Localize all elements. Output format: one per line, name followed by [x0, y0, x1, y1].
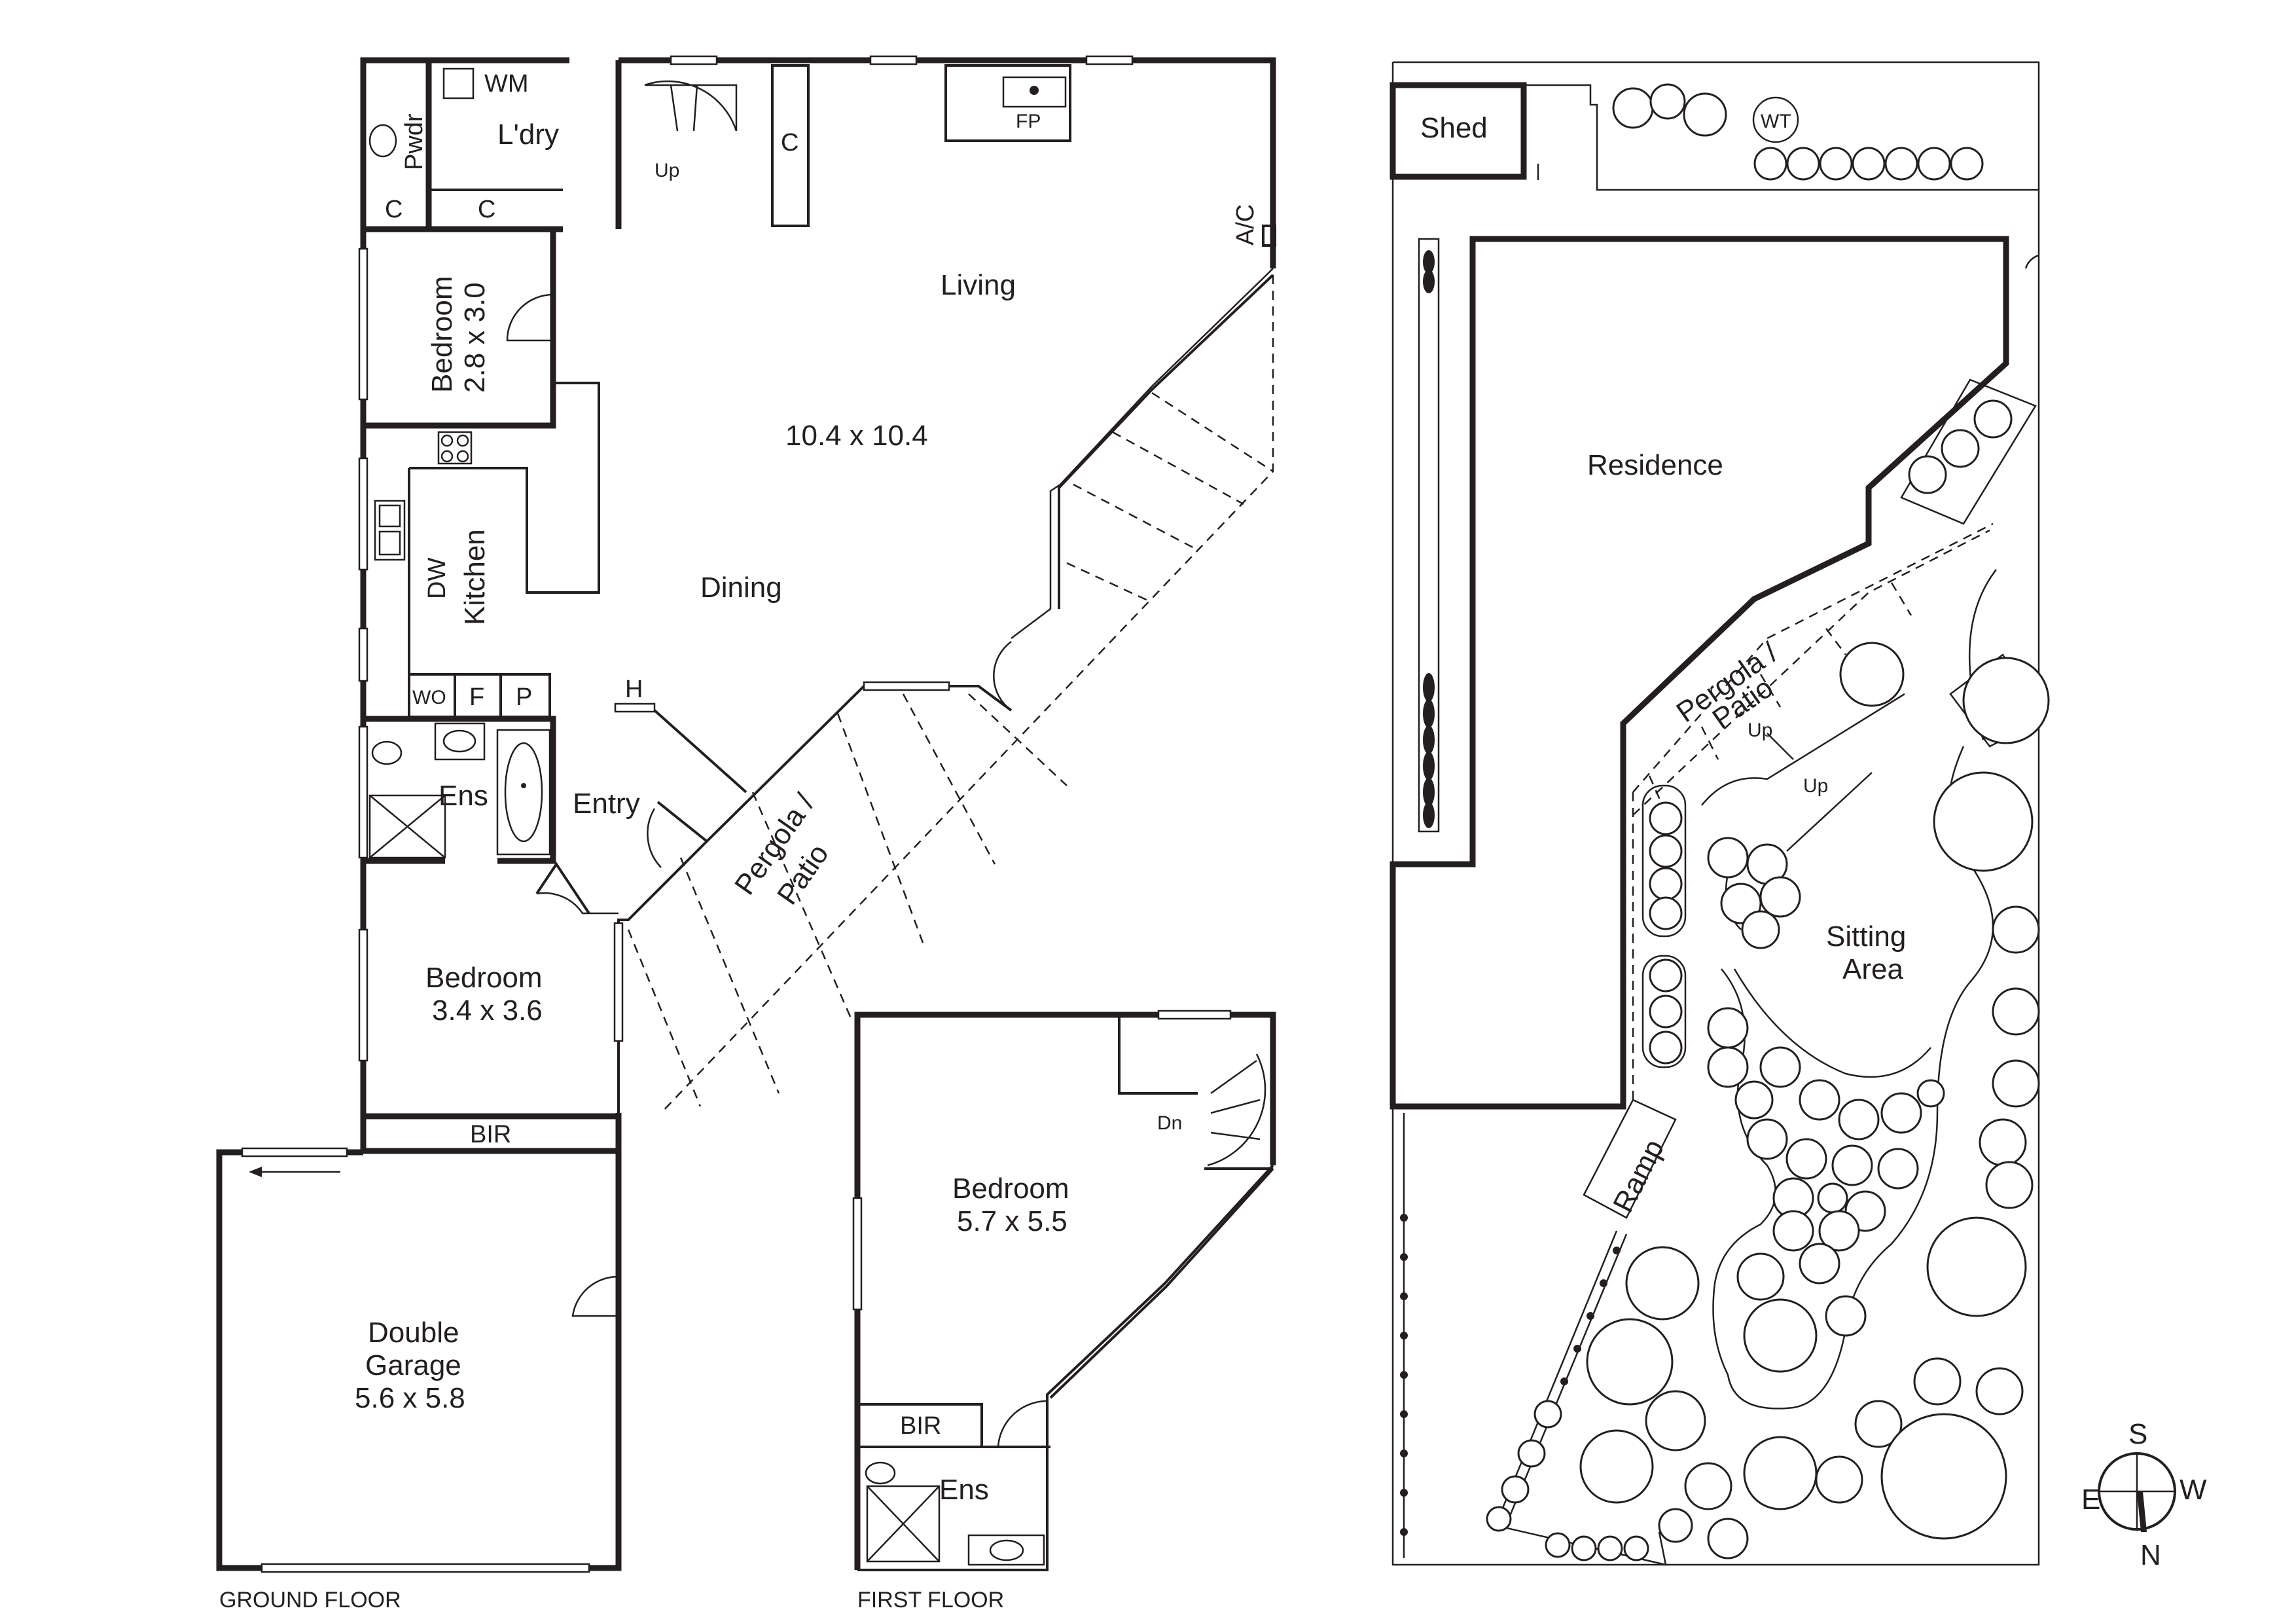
- label-bedroom-first: Bedroom: [952, 1173, 1069, 1205]
- tree-cluster-middle: [1579, 801, 1945, 1559]
- label-fireplace: FP: [1016, 111, 1041, 132]
- label-ramp: Ramp: [1607, 1135, 1670, 1218]
- label-bedroom-mid-dims: 3.4 x 3.6: [432, 994, 543, 1027]
- label-bedroom-first-dims: 5.7 x 5.5: [957, 1205, 1067, 1237]
- label-shed: Shed: [1420, 112, 1488, 144]
- label-sitting-1: Sitting: [1826, 921, 1906, 953]
- label-sitting-2: Area: [1842, 953, 1903, 985]
- first-floor-plan: [852, 1010, 1276, 1571]
- label-cupboard-1: C: [385, 196, 403, 223]
- compass-west: W: [2179, 1474, 2207, 1506]
- label-heater: H: [625, 676, 643, 703]
- site-plan: [1390, 61, 2050, 1566]
- hedge-dots: [1400, 250, 1621, 1536]
- label-cupboard-2: C: [478, 196, 495, 223]
- compass-east: E: [2081, 1484, 2100, 1516]
- label-kitchen: Kitchen: [459, 529, 491, 625]
- tree-cluster-top: [1612, 83, 1984, 181]
- label-dishwasher: DW: [423, 558, 451, 599]
- caption-ground-floor: GROUND FLOOR: [219, 1588, 401, 1613]
- label-garage-1: Double: [368, 1317, 459, 1349]
- label-residence: Residence: [1587, 449, 1723, 481]
- compass-south: S: [2128, 1418, 2147, 1450]
- label-pantry: P: [516, 684, 532, 711]
- label-ensuite-first: Ens: [939, 1474, 989, 1506]
- caption-first-floor: FIRST FLOOR: [857, 1588, 1004, 1613]
- tree-cluster-ramp: [1486, 1400, 1649, 1561]
- label-bedroom-small: Bedroom: [426, 276, 458, 393]
- label-living: Living: [941, 269, 1016, 301]
- label-bedroom-small-dims: 2.8 x 3.0: [459, 282, 491, 393]
- label-garage-dims: 5.6 x 5.8: [355, 1382, 465, 1414]
- label-stair-up: Up: [655, 160, 679, 181]
- label-entry: Entry: [573, 788, 640, 820]
- label-garage-2: Garage: [365, 1349, 461, 1381]
- tree-cluster-right: [1839, 399, 2050, 1540]
- label-ensuite: Ens: [439, 780, 488, 812]
- label-bedroom-mid: Bedroom: [425, 962, 543, 994]
- compass-north: N: [2140, 1539, 2161, 1571]
- label-powder: Pwdr: [401, 113, 428, 170]
- label-air-con: A/C: [1232, 204, 1259, 246]
- label-up-2: Up: [1803, 775, 1828, 797]
- label-wm: WM: [484, 70, 529, 98]
- label-cupboard-3: C: [781, 129, 798, 156]
- label-water-tank: WT: [1761, 111, 1791, 132]
- label-fridge: F: [469, 684, 484, 711]
- label-bir-ground: BIR: [470, 1121, 511, 1148]
- label-up-1: Up: [1748, 720, 1772, 741]
- compass-icon: [2098, 1452, 2176, 1532]
- label-dining: Dining: [700, 572, 782, 604]
- label-living-dims: 10.4 x 10.4: [785, 420, 928, 452]
- label-wall-oven: WO: [412, 687, 446, 708]
- label-bir-first: BIR: [900, 1412, 941, 1440]
- ground-floor-plan: [216, 55, 1276, 1573]
- label-stair-down: Dn: [1157, 1112, 1182, 1134]
- label-laundry: L'dry: [497, 119, 559, 151]
